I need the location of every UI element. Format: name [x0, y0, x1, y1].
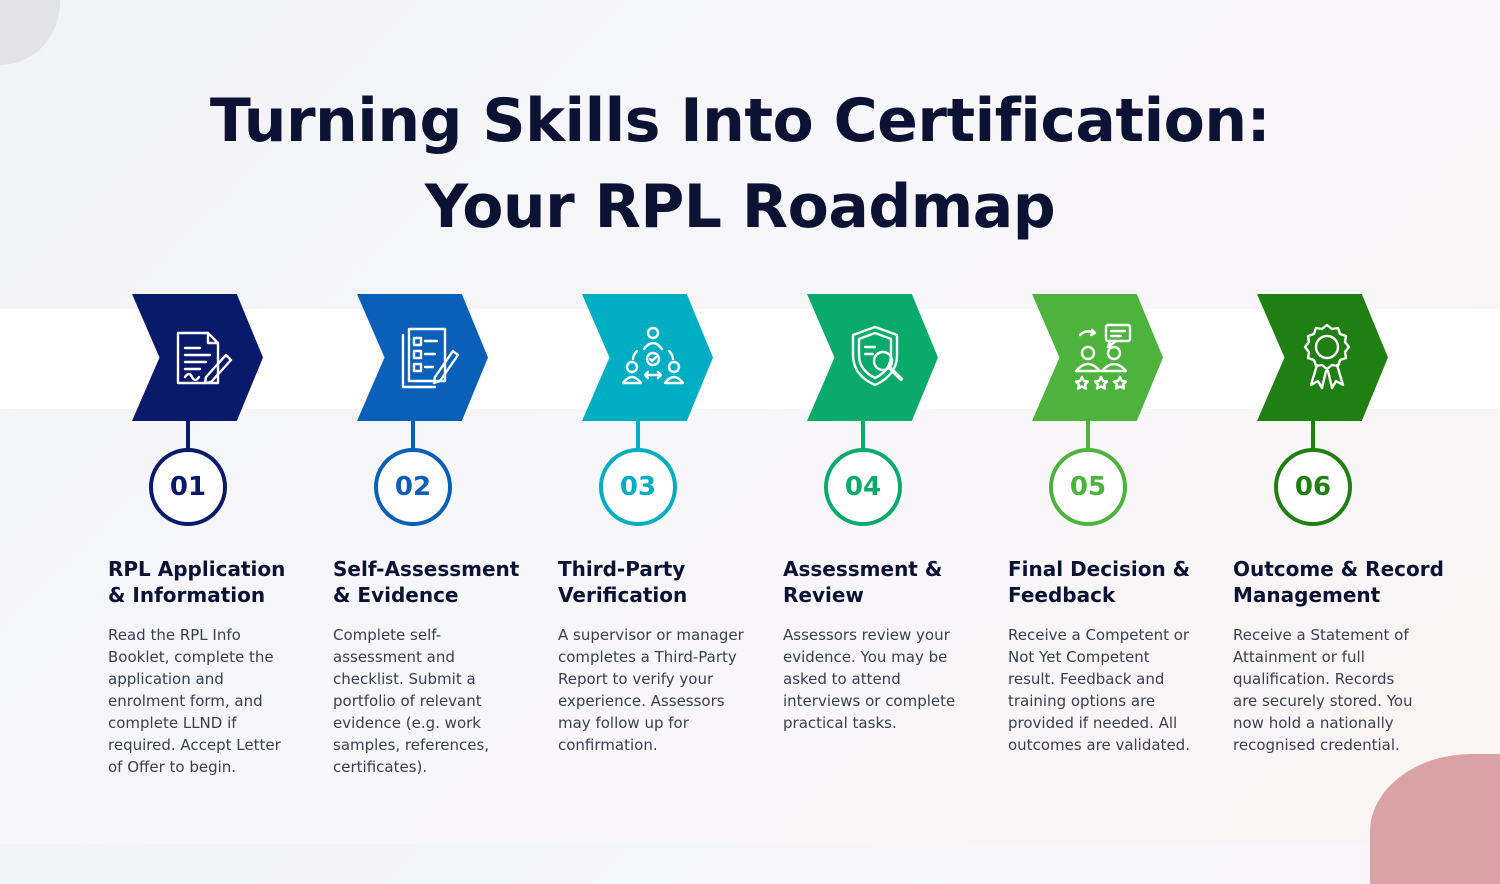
step-connector — [411, 421, 415, 451]
step-connector — [861, 421, 865, 451]
step-connector — [636, 421, 640, 451]
step-heading-line-2: & Evidence — [333, 583, 459, 607]
step-heading: Assessment & Review — [783, 556, 1003, 608]
step-number-badge: 03 — [599, 448, 677, 526]
step-number-badge: 02 — [374, 448, 452, 526]
page-title: Turning Skills Into Certification: Your … — [0, 78, 1480, 250]
decorative-shape-top-left — [0, 0, 60, 65]
step-heading: Third-Party Verification — [558, 556, 778, 608]
step-number-badge: 06 — [1274, 448, 1352, 526]
step-heading-line-2: Review — [783, 583, 864, 607]
step-heading-line-1: Third-Party — [558, 557, 686, 581]
step-chevron — [132, 294, 263, 421]
step-heading: RPL Application & Information — [108, 556, 328, 608]
step-heading-line-2: Management — [1233, 583, 1381, 607]
step-chevron — [1032, 294, 1163, 421]
step-number-badge: 01 — [149, 448, 227, 526]
step-heading-line-1: Outcome & Record — [1233, 557, 1444, 581]
title-line-1: Turning Skills Into Certification: — [209, 86, 1271, 156]
step-connector — [186, 421, 190, 451]
document-signature-icon — [176, 331, 233, 385]
roadmap-step-5: 05 Final Decision & Feedback Receive a C… — [1008, 294, 1257, 814]
feedback-stars-icon — [1074, 323, 1132, 390]
step-chevron — [1257, 294, 1388, 421]
step-connector — [1086, 421, 1090, 451]
step-heading: Self-Assessment & Evidence — [333, 556, 553, 608]
step-description: Complete self-assessment and checklist. … — [333, 626, 490, 776]
step-heading: Outcome & Record Management — [1233, 556, 1453, 608]
step-heading-line-1: Final Decision & — [1008, 557, 1191, 581]
step-heading-line-2: & Information — [108, 583, 266, 607]
people-verification-icon — [621, 326, 685, 385]
step-description: Receive a Competent or Not Yet Competent… — [1008, 626, 1190, 754]
checklist-pencil-icon — [401, 327, 460, 389]
shield-magnifier-icon — [851, 325, 903, 387]
step-description: Assessors review your evidence. You may … — [783, 626, 956, 732]
step-heading-line-2: Feedback — [1008, 583, 1116, 607]
step-heading: Final Decision & Feedback — [1008, 556, 1228, 608]
roadmap-step-2: 02 Self-Assessment & Evidence Complete s… — [333, 294, 582, 814]
roadmap-step-3: 03 Third-Party Verification A supervisor… — [558, 294, 807, 814]
step-heading-line-2: Verification — [558, 583, 688, 607]
step-chevron — [357, 294, 488, 421]
step-number-badge: 04 — [824, 448, 902, 526]
roadmap-step-1: 01 RPL Application & Information Read th… — [108, 294, 357, 814]
step-number-badge: 05 — [1049, 448, 1127, 526]
award-ribbon-icon — [1303, 323, 1351, 390]
roadmap-step-6: 06 Outcome & Record Management Receive a… — [1233, 294, 1482, 814]
step-heading-line-1: RPL Application — [108, 557, 286, 581]
roadmap-step-4: 04 Assessment & Review Assessors review … — [783, 294, 1032, 814]
step-heading-line-1: Assessment & — [783, 557, 943, 581]
step-description: Receive a Statement of Attainment or ful… — [1233, 626, 1413, 754]
title-line-2: Your RPL Roadmap — [424, 172, 1056, 242]
step-chevron — [582, 294, 713, 421]
step-description: A supervisor or manager completes a Thir… — [558, 626, 744, 754]
step-connector — [1311, 421, 1315, 451]
step-chevron — [807, 294, 938, 421]
step-description: Read the RPL Info Booklet, complete the … — [108, 626, 281, 776]
step-heading-line-1: Self-Assessment — [333, 557, 520, 581]
